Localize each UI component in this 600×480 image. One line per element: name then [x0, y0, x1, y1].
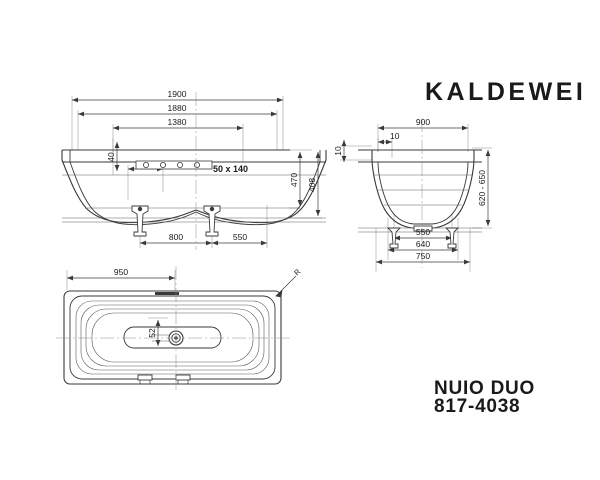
front-elevation-legs	[131, 205, 221, 237]
dim-470: 470	[289, 173, 299, 187]
product-code: 817-4038	[434, 396, 521, 417]
plan-view-nested-contours	[75, 300, 270, 375]
centre-lines	[56, 92, 423, 392]
dim-10-left: 10	[333, 146, 343, 156]
side-elevation-legs	[386, 225, 460, 249]
tap-hole-band	[135, 160, 213, 170]
radius-callout-label: R	[292, 267, 303, 278]
kaldewei-logo: KALDEWEI	[425, 78, 587, 106]
dimension-labels: 1900 1880 1380 40 50 x 140 470 408 800 5…	[106, 89, 487, 338]
dim-52: 52	[147, 328, 157, 338]
dim-550: 550	[233, 232, 247, 242]
front-elevation-detail-lines	[62, 174, 326, 223]
dim-1880: 1880	[168, 103, 187, 113]
side-elevation-inner-profile	[377, 161, 469, 225]
dim-50x140: 50 x 140	[213, 164, 248, 174]
dim-900: 900	[416, 117, 430, 127]
product-name: NUIO DUO	[434, 378, 536, 399]
dim-408: 408	[307, 178, 317, 192]
dim-550-end: 550	[416, 227, 430, 237]
dim-1380: 1380	[168, 117, 187, 127]
dim-40: 40	[106, 152, 116, 162]
dim-750: 750	[416, 251, 430, 261]
vertical-dimension-lines	[114, 140, 491, 346]
dim-1900: 1900	[168, 89, 187, 99]
plan-view-outline	[63, 290, 282, 385]
dimension-lines	[67, 97, 470, 281]
dim-620-650: 620 - 650	[477, 170, 487, 206]
dim-640: 640	[416, 239, 430, 249]
dim-10-top: 10	[390, 131, 400, 141]
side-elevation-detail-lines	[358, 174, 482, 233]
dim-950: 950	[114, 267, 128, 277]
plan-view-overflow-fittings	[137, 292, 191, 384]
dim-800: 800	[169, 232, 183, 242]
radius-leader-line	[275, 275, 297, 298]
